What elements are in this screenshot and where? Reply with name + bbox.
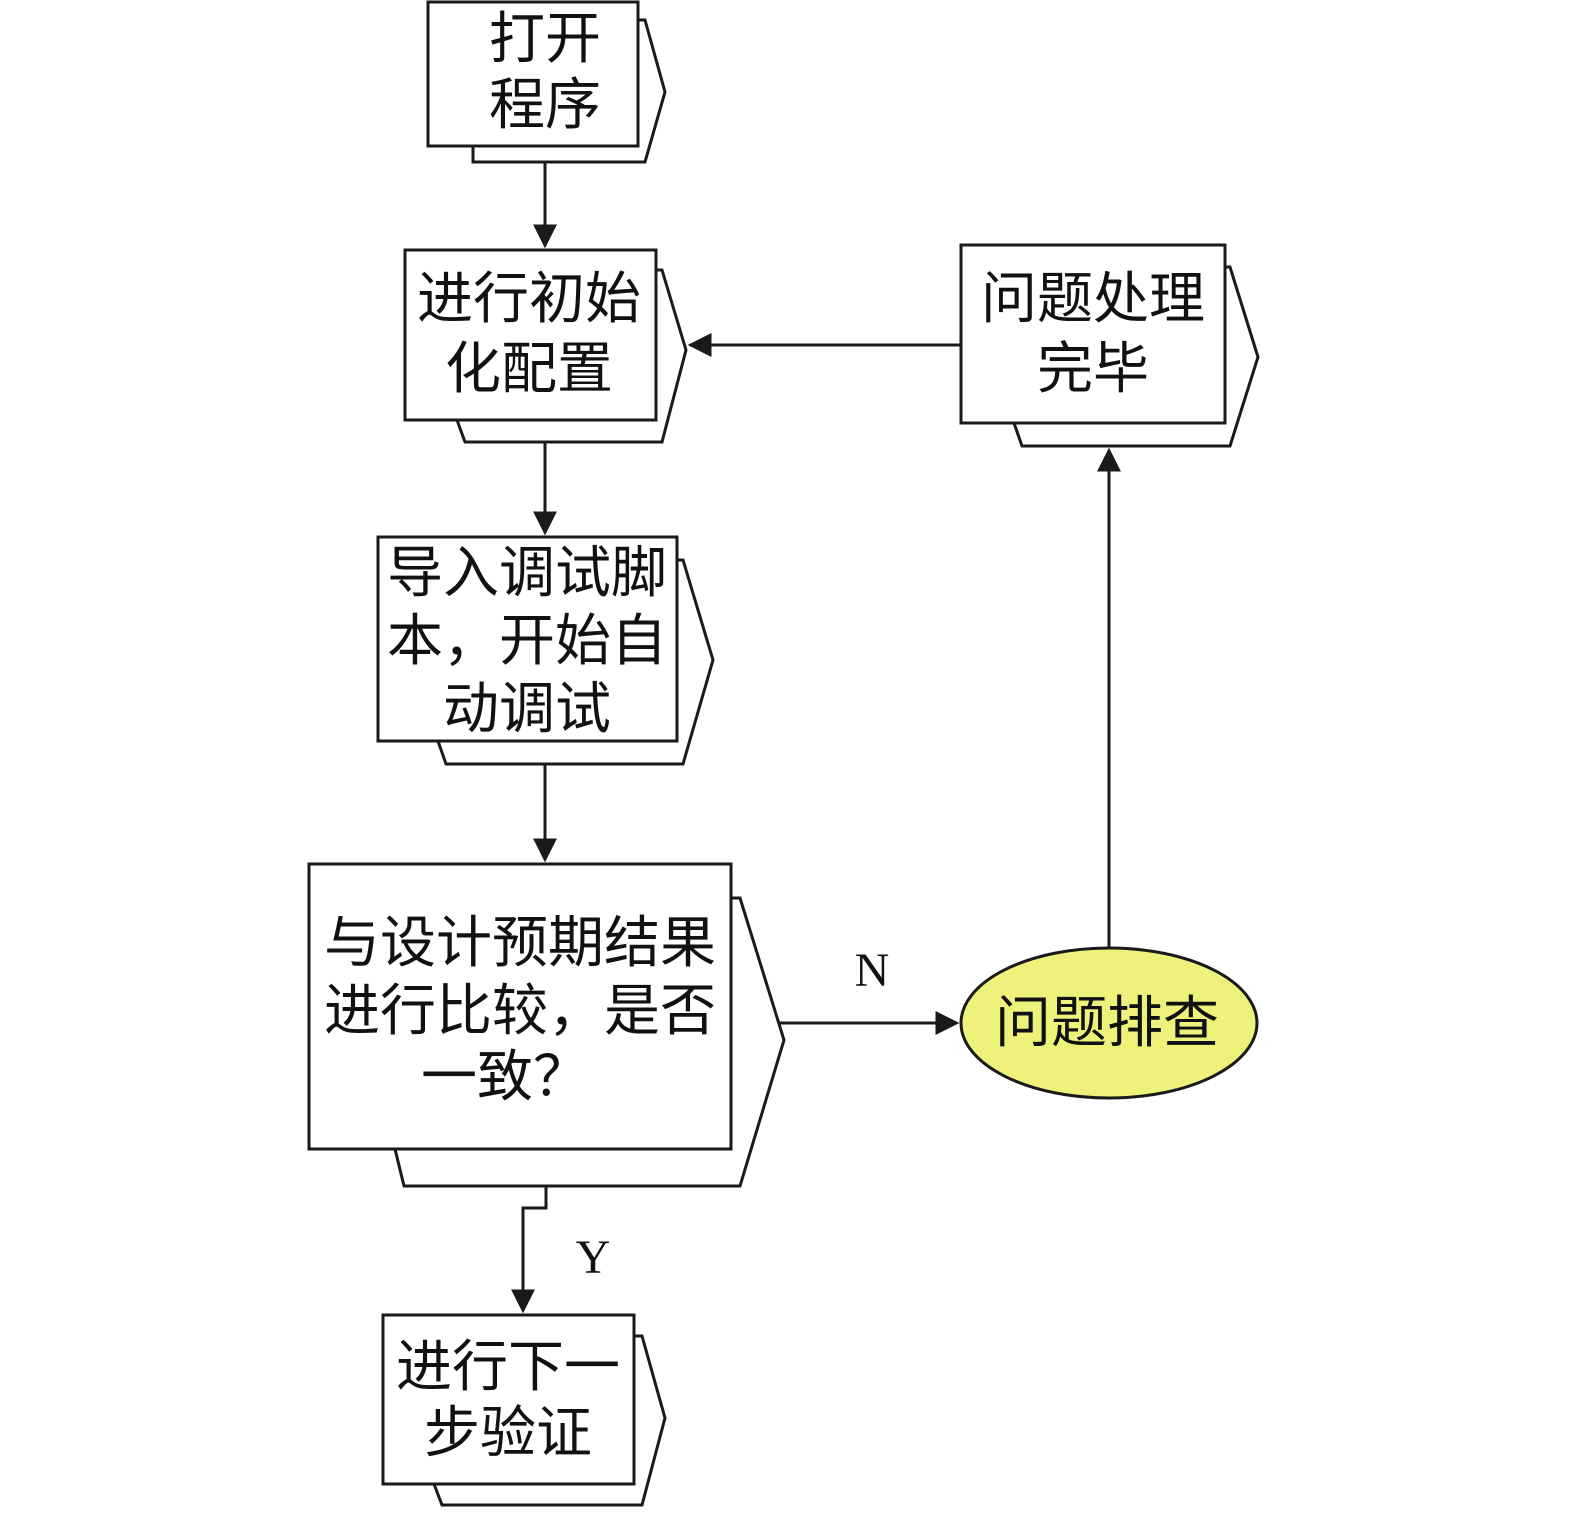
node-open-program-line-2: 程序	[489, 73, 601, 138]
node-open-program-line-1: 打开	[489, 7, 601, 72]
node-next-verify: 进行下一 步验证	[381, 1313, 667, 1507]
node-import-script-box	[376, 535, 679, 743]
node-init-config: 进行初始 化配置	[403, 248, 688, 444]
node-problem-done: 问题处理 完毕	[959, 243, 1260, 448]
node-import-script-line-1: 导入调试脚	[387, 541, 667, 606]
node-import-script-line-2: 本，开始自	[387, 609, 667, 674]
node-troubleshoot: 问题排查	[959, 946, 1259, 1100]
node-next-verify-line-2: 步验证	[424, 1401, 592, 1466]
node-init-config-box	[403, 248, 658, 422]
edge-compare-to-next	[511, 1186, 548, 1314]
node-import-script-line-3: 动调试	[443, 677, 611, 742]
node-compare-result: 与设计预期结果 进行比较，是否 一致？	[307, 862, 786, 1188]
edge-label-no: N	[855, 944, 890, 997]
node-next-verify-line-1: 进行下一	[396, 1335, 620, 1400]
edges	[511, 162, 1121, 1314]
node-compare-result-line-3: 一致？	[421, 1045, 589, 1110]
node-compare-result-line-2: 进行比较，是否	[324, 979, 716, 1044]
node-problem-done-box	[959, 243, 1227, 425]
node-compare-result-line-1: 与设计预期结果	[324, 911, 716, 976]
node-init-config-line-1: 进行初始	[417, 267, 641, 332]
node-init-config-line-2: 化配置	[445, 337, 613, 402]
node-problem-done-line-1: 问题处理	[981, 267, 1205, 332]
node-import-script: 导入调试脚 本，开始自 动调试	[376, 535, 715, 766]
node-compare-result-box	[307, 862, 733, 1151]
edge-label-yes: Y	[576, 1231, 611, 1284]
node-troubleshoot-label: 问题排查	[995, 991, 1219, 1056]
node-open-program: 打开 程序	[426, 0, 667, 164]
node-next-verify-box	[381, 1313, 636, 1486]
node-problem-done-line-2: 完毕	[1037, 337, 1149, 402]
node-open-program-box	[426, 0, 640, 148]
